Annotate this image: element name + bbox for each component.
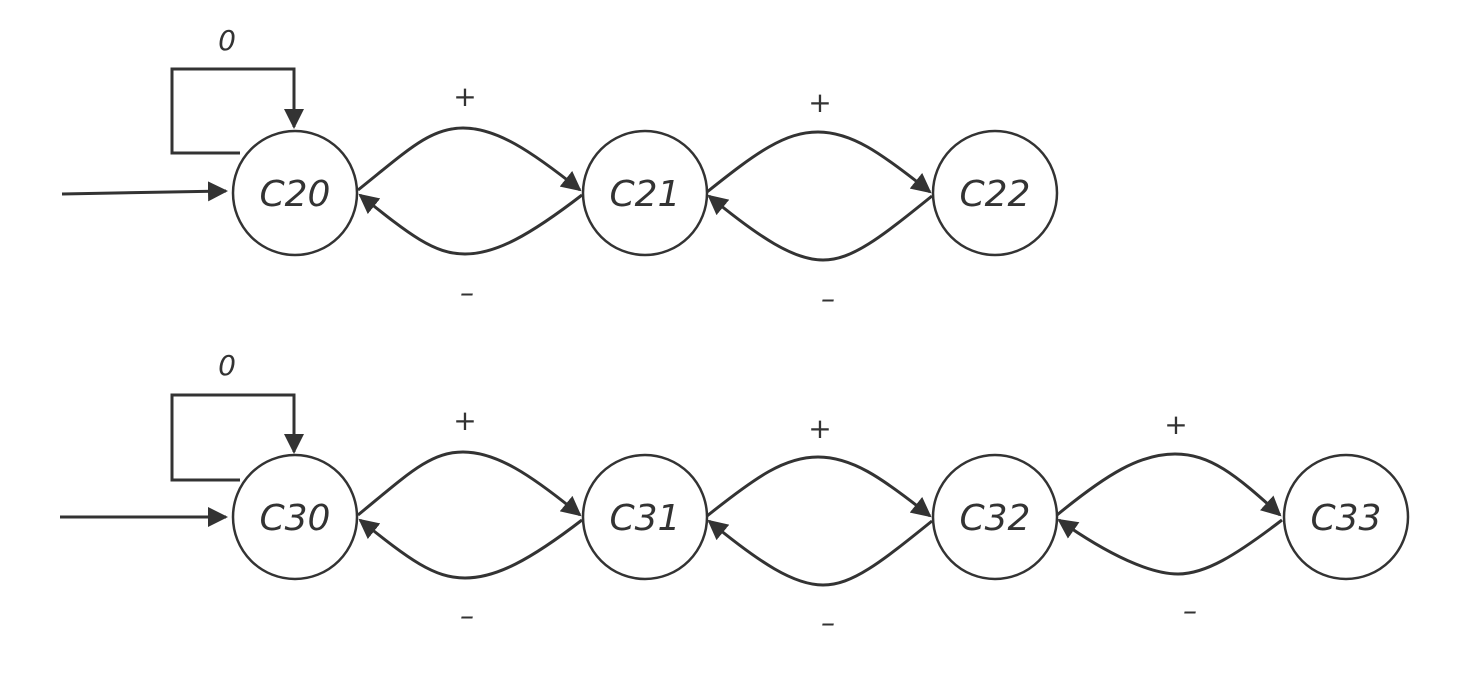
state-node-c20[interactable]: C20 — [231, 129, 359, 257]
edge-label-c21-c22-forward: + — [808, 86, 831, 119]
edge-c30-to-c31 — [357, 450, 582, 517]
edge-label-c31-c32-forward: + — [808, 412, 831, 445]
state-node-c32[interactable]: C32 — [931, 453, 1059, 581]
edge-c22-to-c21 — [707, 194, 933, 262]
svg-text:C31: C31 — [610, 498, 681, 539]
diagram-row-1: 0 + – + – C20 C21 C22 — [61, 24, 1059, 315]
state-node-c31[interactable]: C31 — [581, 453, 709, 581]
svg-text:C21: C21 — [610, 174, 681, 215]
edge-label-c22-c21-backward: – — [821, 282, 835, 315]
edge-c31-to-c30 — [358, 518, 583, 580]
edge-c32-to-c31 — [707, 519, 933, 587]
self-loop-c20 — [170, 67, 304, 155]
svg-text:C32: C32 — [960, 498, 1031, 539]
self-loop-c30 — [170, 393, 304, 482]
state-node-c21[interactable]: C21 — [581, 129, 709, 257]
edge-c31-to-c32 — [706, 455, 932, 518]
edge-label-c20-c21-forward: + — [453, 80, 476, 113]
svg-text:C22: C22 — [960, 174, 1031, 215]
edge-label-c32-c31-backward: – — [821, 606, 835, 639]
edge-c21-to-c20 — [358, 193, 583, 256]
edge-c21-to-c22 — [706, 130, 932, 194]
self-loop-label-c30: 0 — [218, 349, 236, 382]
svg-text:C30: C30 — [260, 498, 331, 539]
edge-label-c31-c30-backward: – — [460, 599, 474, 632]
svg-text:C20: C20 — [260, 174, 331, 215]
edge-c20-to-c21 — [357, 126, 582, 192]
diagram-row-2: 0 + – + – + – C30 C31 C32 C33 — [60, 349, 1410, 639]
edge-c33-to-c32 — [1057, 518, 1283, 576]
edge-label-c21-c20-backward: – — [460, 276, 474, 309]
edge-label-c33-c32-backward: – — [1183, 594, 1197, 627]
state-node-c22[interactable]: C22 — [931, 129, 1059, 257]
edge-label-c30-c31-forward: + — [453, 404, 476, 437]
edge-c32-to-c33 — [1056, 452, 1282, 517]
state-node-c30[interactable]: C30 — [231, 453, 359, 581]
svg-text:C33: C33 — [1311, 498, 1382, 539]
entry-arrow-c20 — [61, 181, 228, 202]
state-node-c33[interactable]: C33 — [1282, 453, 1410, 581]
edge-label-c32-c33-forward: + — [1164, 408, 1187, 441]
self-loop-label-c20: 0 — [218, 24, 236, 57]
